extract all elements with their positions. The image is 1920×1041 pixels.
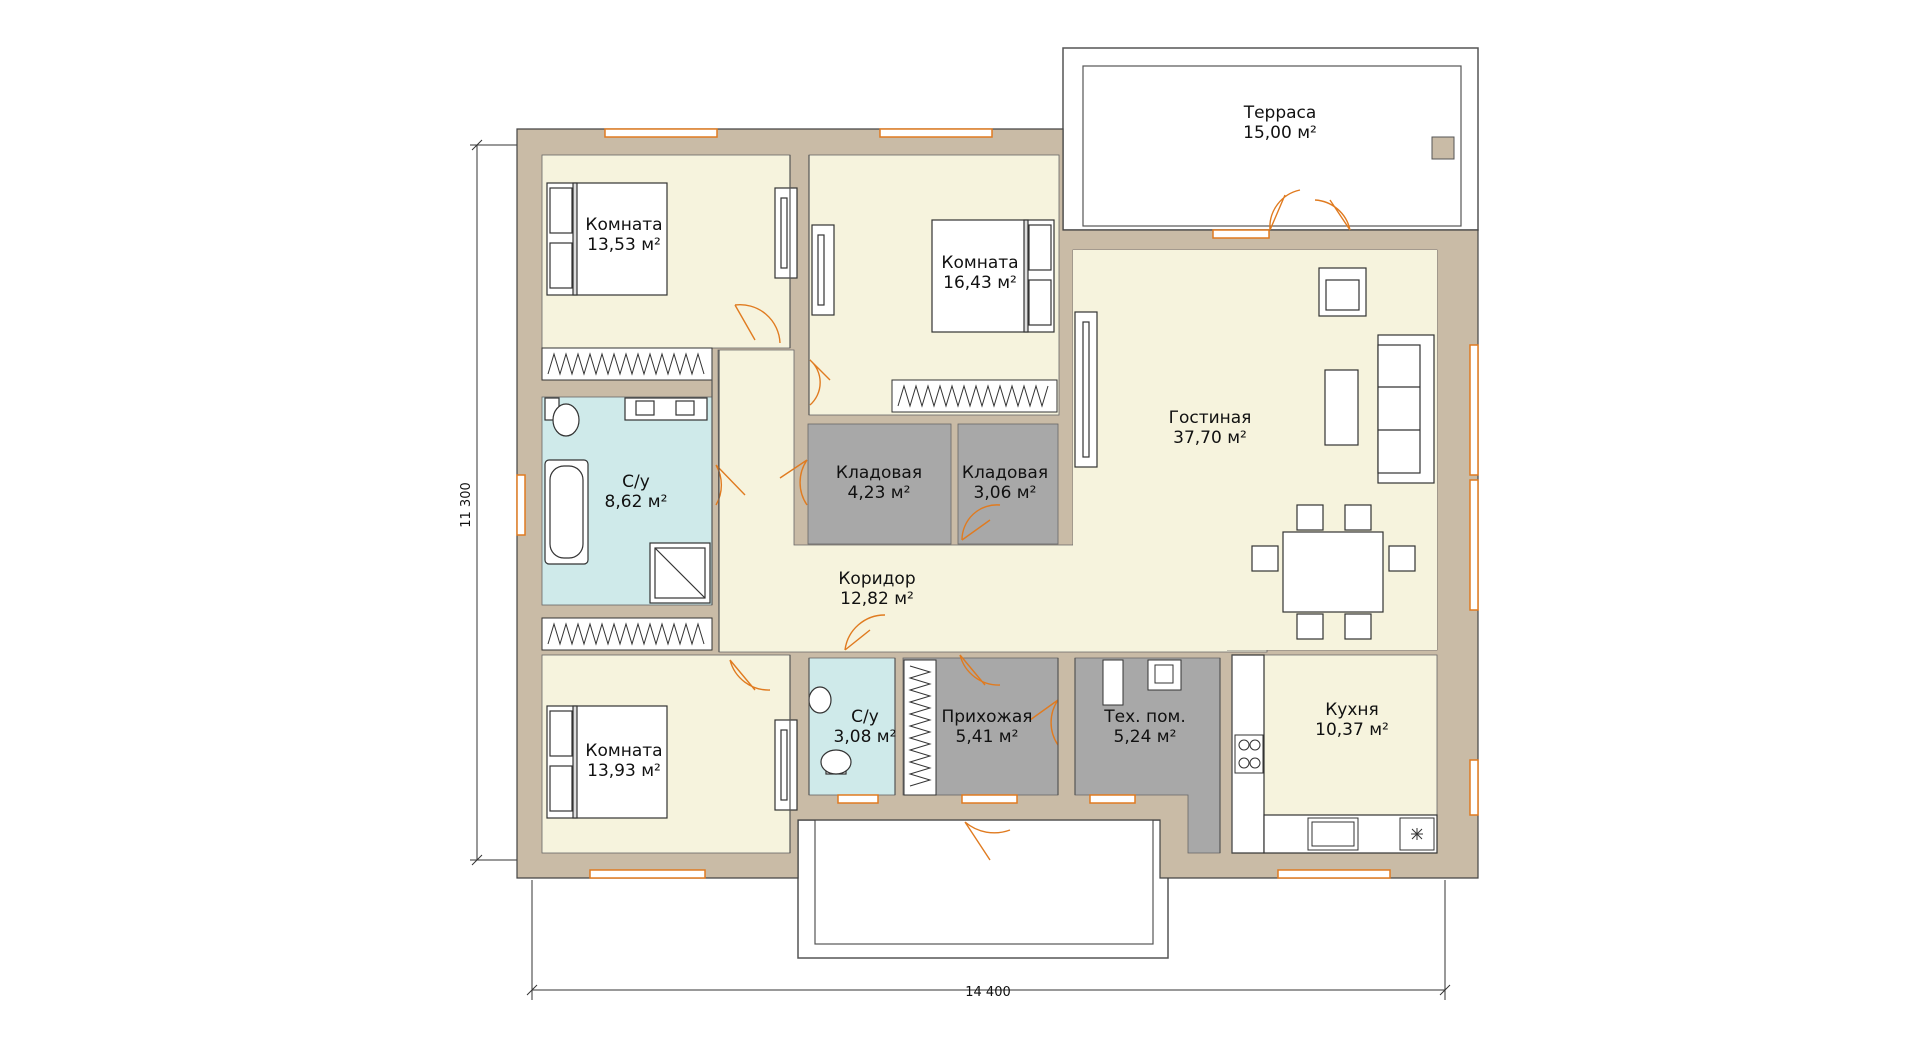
door-swing-icon: [715, 189, 1351, 861]
stove-icon: [1234, 734, 1264, 774]
terrace-column: [1431, 136, 1455, 160]
room-area-room3: 13,93 м²: [587, 761, 661, 781]
room-labels: Терраса 15,00 м² Комната 13,53 м² Комнат…: [585, 103, 1388, 781]
dimension-height-label: 11 300: [459, 482, 474, 528]
room-area-bath2: 3,08 м²: [834, 727, 897, 747]
room-area-hall: 5,41 м²: [956, 727, 1019, 747]
room-name-storage2: Кладовая: [962, 463, 1048, 483]
wardrobe-hatch: [908, 665, 932, 787]
room-area-room2: 16,43 м²: [943, 273, 1017, 293]
room-name-terrace: Терраса: [1243, 103, 1317, 123]
bathtub-icon: [544, 459, 589, 565]
room-area-storage1: 4,23 м²: [848, 483, 911, 503]
room-name-bath2: С/у: [851, 707, 879, 727]
shower-icon: [649, 542, 711, 604]
room-area-kitchen: 10,37 м²: [1315, 720, 1389, 740]
room-name-room3: Комната: [585, 741, 662, 761]
room-area-corridor: 12,82 м²: [840, 589, 914, 609]
boiler-icon: [1102, 659, 1182, 706]
room-area-storage2: 3,06 м²: [974, 483, 1037, 503]
room-name-living: Гостиная: [1169, 408, 1252, 428]
wardrobe-hatch: [547, 622, 705, 646]
room-name-storage1: Кладовая: [836, 463, 922, 483]
porch-inner: [814, 819, 1154, 945]
armchair-icon: [1318, 267, 1367, 317]
wardrobe-hatching: [547, 352, 1049, 787]
dimension-width-label: 14 400: [965, 985, 1011, 1000]
sink-icon: [1307, 817, 1359, 851]
room-name-room2: Комната: [941, 253, 1018, 273]
wardrobe-hatch: [547, 352, 705, 376]
room-area-room1: 13,53 м²: [587, 235, 661, 255]
room-name-corridor: Коридор: [838, 569, 915, 589]
dimension-lines: [470, 139, 1451, 1000]
wardrobe-hatch: [897, 384, 1049, 408]
tv-unit-icon: [774, 187, 1098, 811]
dining-table-icon: [1251, 504, 1416, 640]
room-area-terrace: 15,00 м²: [1243, 123, 1317, 143]
room-name-bath1: С/у: [622, 472, 650, 492]
toilet-icon: [808, 686, 852, 775]
room-area-tech: 5,24 м²: [1114, 727, 1177, 747]
room-area-bath1: 8,62 м²: [605, 492, 668, 512]
terrace-inner: [1082, 65, 1462, 227]
toilet-icon: [544, 397, 580, 437]
interior-walls: [711, 155, 1233, 853]
boiler-icon: [1399, 817, 1435, 851]
sofa-icon: [1324, 334, 1435, 484]
room-name-room1: Комната: [585, 215, 662, 235]
wardrobe-icon: [541, 347, 1058, 796]
windows: [516, 128, 1479, 879]
bed-icon: [546, 182, 1055, 819]
room-area-living: 37,70 м²: [1173, 428, 1247, 448]
sink-icon: [624, 397, 708, 421]
room-name-kitchen: Кухня: [1325, 700, 1379, 720]
room-name-tech: Тех. пом.: [1103, 707, 1185, 727]
room-name-hall: Прихожая: [941, 707, 1032, 727]
